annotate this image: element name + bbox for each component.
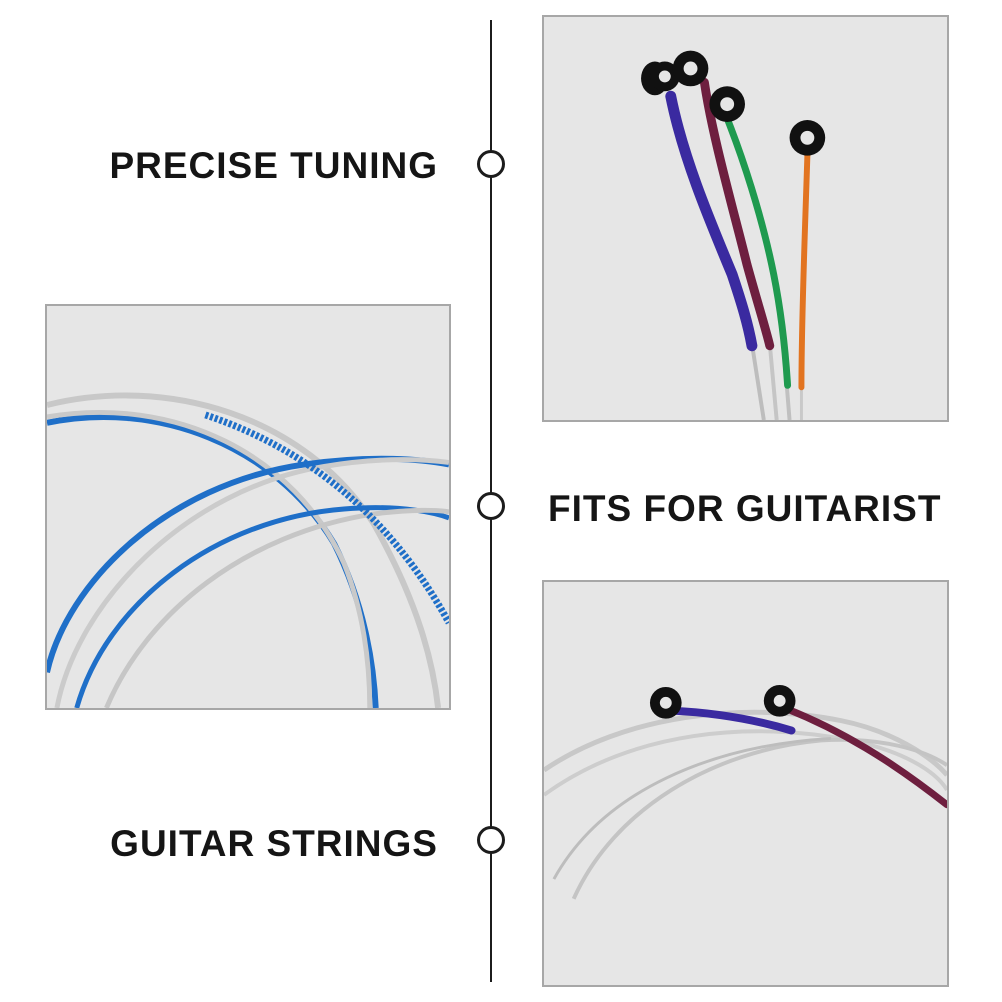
ball-end-icon	[649, 684, 796, 719]
photo-ball-ends	[542, 15, 949, 422]
timeline-node-precise-tuning	[477, 150, 505, 178]
feature-label-precise-tuning: PRECISE TUNING	[109, 145, 438, 186]
feature-label-fits-for-guitarist: FITS FOR GUITARIST	[548, 488, 942, 529]
timeline-node-guitar-strings	[477, 826, 505, 854]
coiled-strings-illustration	[544, 684, 947, 900]
ball-end-icon	[641, 50, 826, 156]
timeline-node-fits-for-guitarist	[477, 492, 505, 520]
ball-ends-illustration	[641, 50, 826, 420]
feature-label-guitar-strings: GUITAR STRINGS	[110, 823, 438, 864]
curved-strings-illustration	[47, 392, 449, 708]
photo-coiled-strings	[542, 580, 949, 987]
photo-curved-strings	[45, 304, 451, 710]
